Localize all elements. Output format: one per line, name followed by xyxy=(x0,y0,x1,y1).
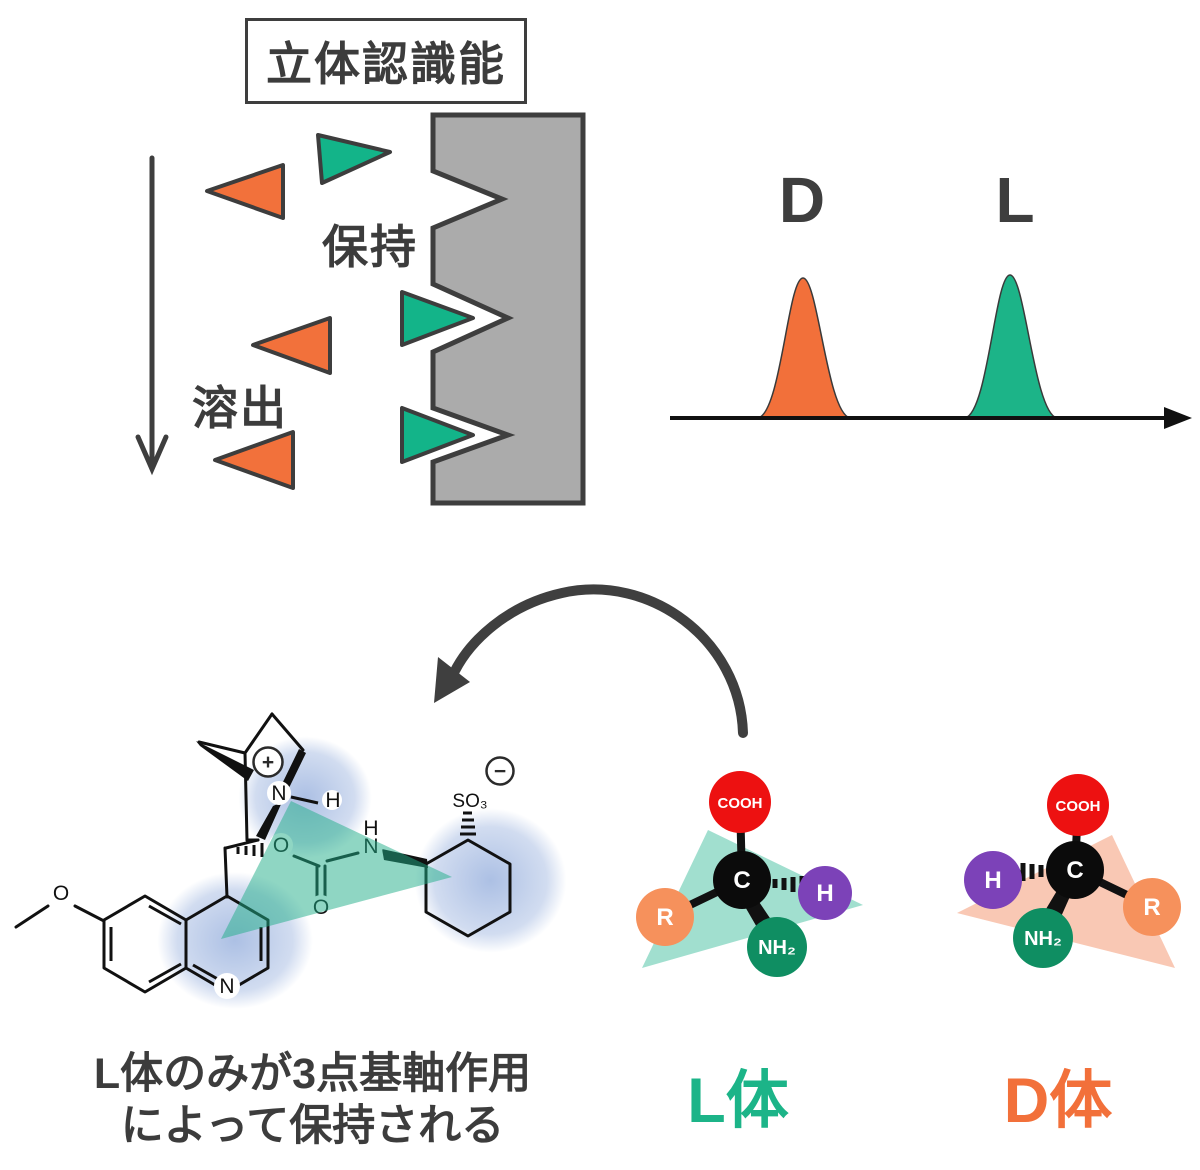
three-point-triangle xyxy=(221,801,452,939)
peak-d-label: D xyxy=(778,164,826,236)
d-cooh-ball xyxy=(1047,774,1109,836)
sulfonate-label: SO₃ xyxy=(452,791,487,812)
flow-down-arrow xyxy=(135,155,169,476)
l-form-label: L体 xyxy=(687,1066,789,1136)
title-box: 立体認識能 xyxy=(245,18,527,104)
flow-arrow-head xyxy=(135,434,169,476)
minus-charge-label: − xyxy=(494,760,506,783)
selector-structure: N H O O N H SO₃ N O + − xyxy=(14,712,515,999)
l-c-ball xyxy=(713,851,771,909)
curved-arrow-head xyxy=(434,657,470,703)
cage-bond xyxy=(270,712,305,752)
title-label: 立体認識能 xyxy=(266,38,506,90)
quinoline-n-label: N xyxy=(219,975,234,998)
cage-bond xyxy=(197,740,247,755)
cage-wedge xyxy=(196,741,254,781)
l-h-ball xyxy=(798,866,852,920)
l-triangles xyxy=(316,133,475,464)
ammonium-n-label: N xyxy=(271,782,286,805)
d-nh2-ball xyxy=(1013,908,1073,968)
ammonium-h-label: H xyxy=(325,789,340,812)
methoxy-group xyxy=(14,904,106,929)
carbamate-h-label: H xyxy=(363,817,378,840)
cage-bond xyxy=(243,712,274,755)
caption-line-2: によって保持される xyxy=(120,1102,505,1151)
minus-charge-icon xyxy=(485,756,515,786)
l-r-label: R xyxy=(656,904,673,931)
d-h-ball xyxy=(964,851,1022,909)
column-diagram xyxy=(135,112,586,506)
l-h-label: H xyxy=(816,880,833,907)
n-h-bond xyxy=(290,795,319,805)
quinuclidine-cage xyxy=(197,712,305,899)
l-cooh-ball xyxy=(709,771,771,833)
d-cooh-label: COOH xyxy=(1056,798,1101,815)
double-bond xyxy=(148,904,182,926)
structure-caption: L体のみが3点基軸作用 によって保持される xyxy=(40,1048,585,1153)
stationary-phase-block xyxy=(430,112,586,506)
hashed-wedge-c9-o xyxy=(236,843,264,857)
l-triangle-free xyxy=(316,133,392,185)
caption-line-1: L体のみが3点基軸作用 xyxy=(93,1050,532,1098)
d-r-label: R xyxy=(1143,894,1160,921)
retention-label: 保持 xyxy=(322,221,418,273)
benzene-ring xyxy=(102,894,188,994)
l-cooh-label: COOH xyxy=(718,795,763,812)
d-nh2-label: NH₂ xyxy=(1024,928,1062,950)
cage-wedge xyxy=(281,749,306,790)
d-r-ball xyxy=(1123,878,1181,936)
time-axis-arrowhead xyxy=(1164,407,1192,429)
cage-bond xyxy=(224,838,260,850)
d-h-label: H xyxy=(984,867,1001,894)
l-nh2-label: NH₂ xyxy=(758,937,796,959)
free-d-triangles xyxy=(205,163,332,490)
l-nh2-ball xyxy=(747,917,807,977)
d-form-model: COOH C H NH₂ R xyxy=(957,774,1181,968)
d-c-ball xyxy=(1046,841,1104,899)
l-c-label: C xyxy=(733,867,750,894)
curved-arrow-shaft xyxy=(447,584,748,738)
chromatogram xyxy=(670,274,1192,429)
hashed-wedge-so3 xyxy=(460,811,476,836)
cyclohexane-ring xyxy=(424,838,512,938)
pyridine-ring xyxy=(184,894,270,994)
l-r-ball xyxy=(636,888,694,946)
peak-l-label: L xyxy=(995,164,1035,236)
l-triangle-docked-2 xyxy=(400,406,475,464)
cage-wedge xyxy=(256,802,282,840)
d-triangle-3 xyxy=(213,430,295,490)
methoxy-o-label: O xyxy=(53,882,69,905)
double-bond xyxy=(148,962,182,984)
cage-bold-wedges xyxy=(196,741,306,840)
l-triangle-docked-1 xyxy=(400,290,475,347)
elution-label: 溶出 xyxy=(192,382,288,434)
bond-to-quinoline xyxy=(223,846,229,899)
d-triangle-1 xyxy=(205,163,285,220)
d-triangle-2 xyxy=(251,316,332,375)
d-form-label: D体 xyxy=(1003,1066,1113,1136)
plus-charge-icon xyxy=(252,746,284,778)
l-form-model: COOH C R H NH₂ xyxy=(636,771,863,977)
peak-d xyxy=(757,277,851,419)
peak-l xyxy=(964,274,1058,419)
d-c-label: C xyxy=(1066,857,1083,884)
plus-charge-label: + xyxy=(262,751,274,774)
curved-arrow xyxy=(434,584,748,738)
